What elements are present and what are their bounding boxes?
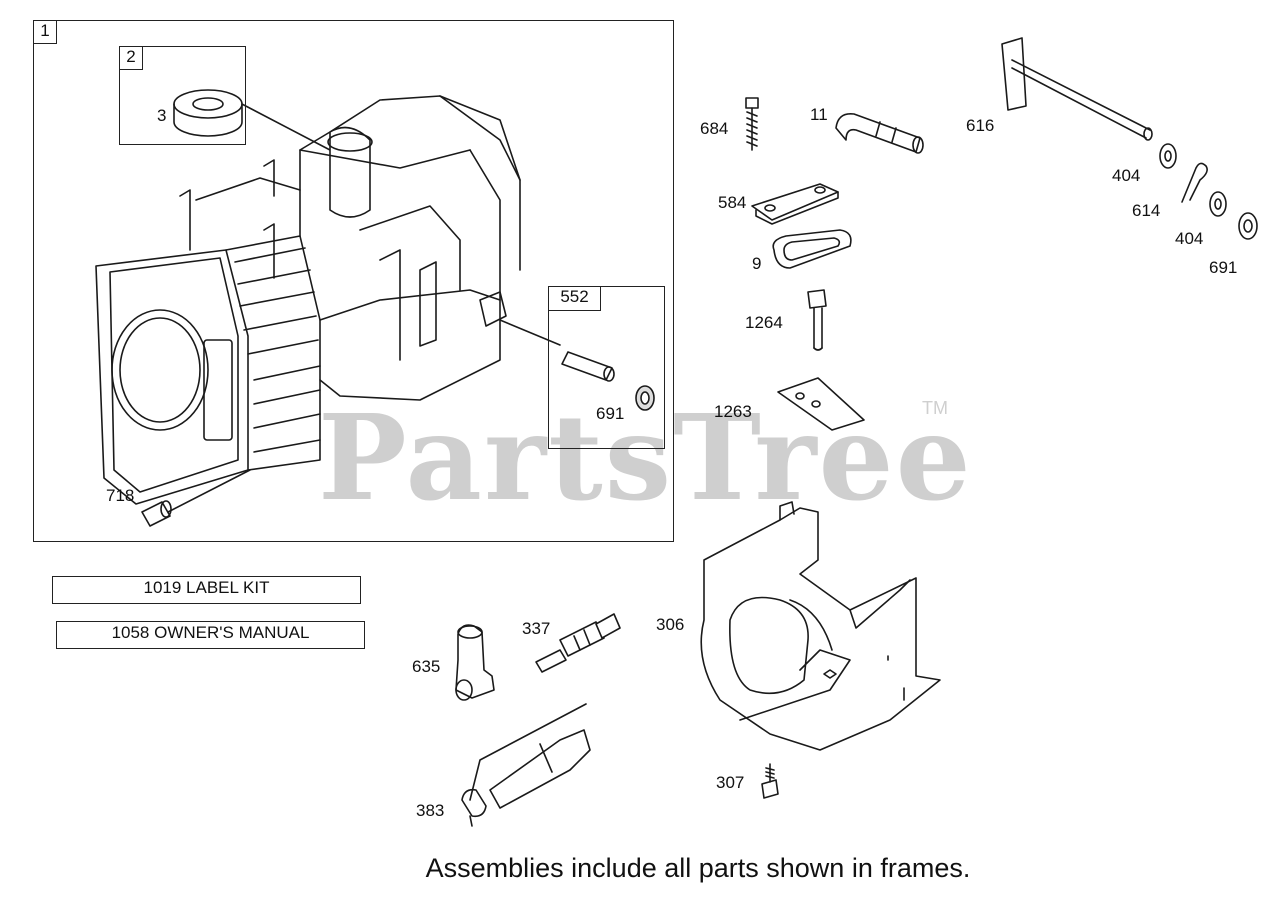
label-kit-note: 1019 LABEL KIT (52, 576, 361, 604)
bolt-684-drawing (745, 97, 759, 151)
pin-552-drawing (561, 351, 615, 382)
gasket-9-drawing (772, 229, 852, 269)
part-label-614: 614 (1132, 201, 1161, 220)
dowel-pin-718-drawing (141, 500, 172, 527)
shaft-616-drawing (1001, 37, 1153, 141)
part-label-307: 307 (716, 773, 745, 792)
part-label-3: 3 (157, 106, 167, 125)
part-label-718: 718 (106, 486, 135, 505)
plate-1263-drawing (777, 377, 865, 431)
assembly-frame-1 (33, 20, 674, 542)
part-label-337: 337 (522, 619, 551, 638)
washer-691-drawing (1238, 212, 1258, 240)
cover-584-drawing (751, 183, 839, 225)
leader-line-2 (239, 102, 331, 151)
part-label-383: 383 (416, 801, 445, 820)
bolt-1264-drawing (807, 289, 827, 351)
washer-404b-drawing (1209, 191, 1227, 217)
part-label-11: 11 (810, 105, 828, 124)
shield-306-drawing (700, 501, 941, 751)
spark-plug-337-drawing (535, 613, 621, 673)
tube-11-drawing (835, 112, 924, 154)
tool-383-drawing (461, 703, 591, 827)
seal-3-drawing (173, 89, 243, 137)
leader-line-552 (499, 319, 561, 346)
assembly-frame-2 (119, 46, 246, 145)
part-label-691: 691 (1209, 258, 1238, 277)
part-label-1263: 1263 (714, 402, 752, 421)
part-label-404b: 404 (1175, 229, 1204, 248)
owners-manual-note: 1058 OWNER'S MANUAL (56, 621, 365, 649)
part-label-684: 684 (700, 119, 729, 138)
part-label-306: 306 (656, 615, 685, 634)
part-label-616: 616 (966, 116, 995, 135)
part-label-9: 9 (752, 254, 762, 273)
frame-tag-552: 552 (548, 286, 601, 311)
part-label-404a: 404 (1112, 166, 1141, 185)
washer-404-drawing (1159, 143, 1177, 169)
boot-635-drawing (455, 624, 495, 701)
trademark-symbol: TM (922, 398, 948, 418)
partstree-watermark: PartsTree (318, 388, 973, 527)
screw-307-drawing (761, 763, 779, 799)
frame-tag-2: 2 (119, 46, 143, 70)
assembly-frame-552 (548, 286, 665, 449)
assemblies-footnote: Assemblies include all parts shown in fr… (425, 853, 971, 883)
clip-614-drawing (1181, 162, 1208, 203)
part-label-635: 635 (412, 657, 441, 676)
cylinder-block-drawing (95, 95, 521, 505)
part-label-1264: 1264 (745, 313, 783, 332)
part-label-691-frame: 691 (596, 404, 625, 423)
leader-line-718 (167, 469, 251, 513)
washer-691-frame-drawing (635, 385, 655, 411)
part-label-584: 584 (718, 193, 747, 212)
frame-tag-1: 1 (33, 20, 57, 44)
